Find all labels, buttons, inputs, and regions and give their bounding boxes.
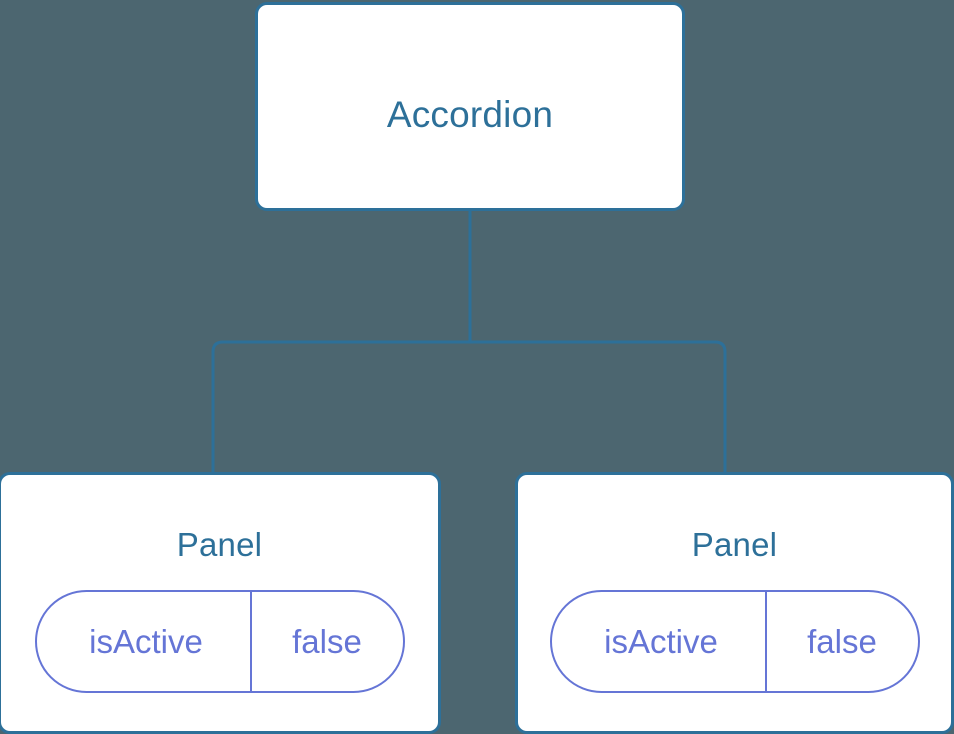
- edge-to-panel-left: [211, 340, 470, 474]
- state-key-isactive: isActive: [89, 622, 203, 660]
- node-accordion[interactable]: Accordion: [255, 2, 685, 211]
- state-value-isactive: false: [249, 592, 403, 691]
- state-value-isactive: false: [764, 592, 918, 691]
- edge-to-panel-right: [470, 340, 727, 474]
- node-accordion-label: Accordion: [386, 94, 554, 135]
- state-pill-panel-left[interactable]: isActive false: [34, 590, 405, 693]
- node-panel-right-label: Panel: [691, 526, 778, 563]
- node-panel-left-label: Panel: [176, 526, 263, 563]
- node-panel-left[interactable]: Panel isActive false: [0, 472, 441, 734]
- state-key-isactive: isActive: [604, 622, 718, 660]
- state-pill-panel-right[interactable]: isActive false: [549, 590, 920, 693]
- node-panel-right[interactable]: Panel isActive false: [515, 472, 954, 734]
